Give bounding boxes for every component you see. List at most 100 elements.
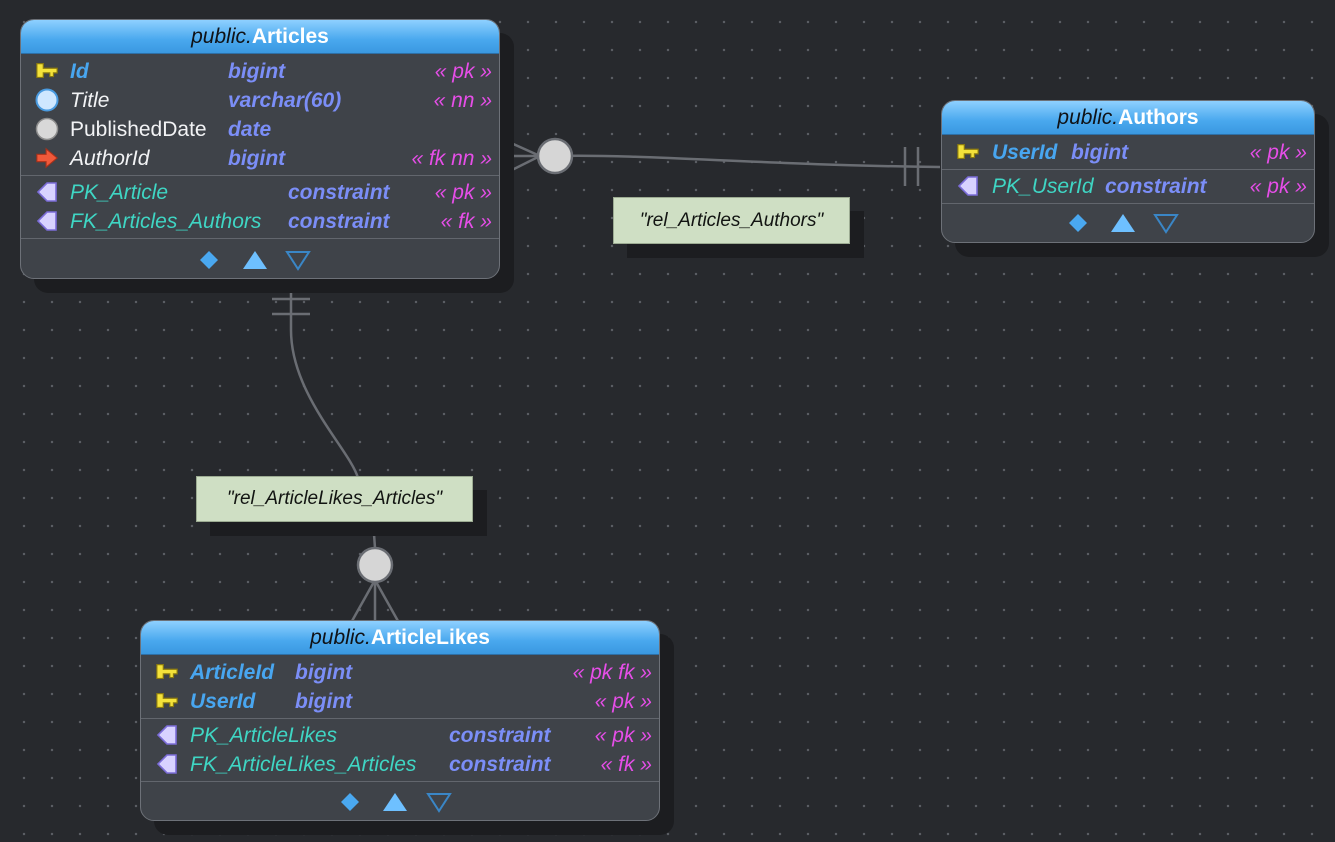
column-type: varchar(60)	[228, 89, 342, 112]
rel-articles-authors-line	[554, 154, 941, 169]
column-row-articleid[interactable]: ArticleId bigint « pk fk »	[141, 658, 659, 687]
section-divider	[21, 175, 499, 176]
collapse-down-icon[interactable]	[426, 791, 452, 818]
constraint-icon	[35, 209, 59, 233]
table-articlelikes[interactable]: public.ArticleLikes ArticleId bigint « p…	[140, 620, 660, 821]
constraint-type: constraint	[288, 210, 390, 233]
constraint-row-fk-articles-authors[interactable]: FK_Articles_Authors constraint « fk »	[21, 207, 499, 236]
relation-label-articlelikes-articles[interactable]: "rel_ArticleLikes_Articles"	[196, 476, 473, 522]
table-articles-schema: public.	[191, 25, 252, 48]
column-row-userid[interactable]: UserId bigint « pk »	[141, 687, 659, 716]
column-type: bigint	[295, 661, 353, 684]
rel-articlelikes-articles-line	[289, 280, 360, 479]
table-authors-name: Authors	[1118, 106, 1199, 129]
column-name: UserId	[190, 690, 256, 713]
column-name: Id	[70, 60, 89, 83]
constraint-name: FK_Articles_Authors	[70, 210, 262, 233]
table-authors-schema: public.	[1057, 106, 1119, 129]
primary-key-icon	[155, 689, 179, 713]
constraint-tags: « fk »	[600, 753, 652, 776]
column-row-publisheddate[interactable]: PublishedDate date	[21, 115, 499, 144]
constraint-icon	[35, 180, 59, 204]
column-tags: « pk »	[594, 690, 652, 713]
table-authors-footer	[942, 206, 1314, 242]
column-row-userid[interactable]: UserId bigint « pk »	[942, 138, 1314, 167]
column-type: date	[228, 118, 272, 141]
primary-key-icon	[956, 140, 980, 164]
column-row-id[interactable]: Id bigint « pk »	[21, 57, 499, 86]
constraint-name: PK_ArticleLikes	[190, 724, 338, 747]
table-authors-header[interactable]: public.Authors	[942, 101, 1314, 135]
table-articles-footer	[21, 241, 499, 278]
table-articlelikes-header[interactable]: public.ArticleLikes	[141, 621, 659, 655]
section-divider	[141, 718, 659, 719]
relation-label-text: "rel_Articles_Authors"	[639, 210, 824, 231]
constraint-tags: « pk »	[594, 724, 652, 747]
column-tags: « pk »	[434, 60, 492, 83]
rel-articlelikes-articles-line-lower	[371, 519, 377, 549]
foreign-key-arrow-icon	[35, 146, 59, 170]
constraint-tags: « fk »	[440, 210, 492, 233]
expand-up-icon[interactable]	[382, 791, 408, 818]
column-name: UserId	[992, 141, 1058, 164]
rel-articles-authors-optional-circle	[536, 137, 574, 175]
table-articles-name: Articles	[251, 25, 329, 48]
column-type: bigint	[228, 60, 286, 83]
primary-key-icon	[35, 59, 59, 83]
constraint-row-pk-article[interactable]: PK_Article constraint « pk »	[21, 178, 499, 207]
primary-key-icon	[155, 660, 179, 684]
rel-articlelikes-articles-crowfoot-left	[350, 579, 377, 622]
column-tags: « pk fk »	[572, 661, 652, 684]
column-name: PublishedDate	[70, 118, 207, 141]
constraint-type: constraint	[449, 753, 551, 776]
column-tags: « fk nn »	[411, 147, 492, 170]
table-articlelikes-footer	[141, 784, 659, 820]
column-type: bigint	[228, 147, 286, 170]
collapse-down-icon[interactable]	[285, 249, 311, 276]
required-column-icon	[35, 88, 59, 112]
table-articles-header[interactable]: public.Articles	[21, 20, 499, 54]
constraint-row-pk-userid[interactable]: PK_UserId constraint « pk »	[942, 172, 1314, 201]
rel-articles-authors-crowfoot-lower	[499, 154, 541, 178]
section-divider	[942, 203, 1314, 204]
column-name: ArticleId	[190, 661, 275, 684]
column-name: AuthorId	[70, 147, 150, 170]
section-divider	[942, 169, 1314, 170]
diamond-toggle-icon[interactable]	[340, 792, 360, 817]
column-type: bigint	[295, 690, 353, 713]
column-name: Title	[70, 89, 110, 112]
constraint-tags: « pk »	[1249, 175, 1307, 198]
constraint-type: constraint	[1105, 175, 1207, 198]
expand-up-icon[interactable]	[1110, 212, 1136, 239]
constraint-icon	[956, 174, 980, 198]
constraint-type: constraint	[288, 181, 390, 204]
column-row-authorid[interactable]: AuthorId bigint « fk nn »	[21, 144, 499, 173]
nullable-column-icon	[35, 117, 59, 141]
section-divider	[21, 238, 499, 239]
section-divider	[141, 781, 659, 782]
relation-label-articles-authors[interactable]: "rel_Articles_Authors"	[613, 197, 850, 244]
relation-label-text: "rel_ArticleLikes_Articles"	[226, 488, 443, 509]
column-row-title[interactable]: Title varchar(60) « nn »	[21, 86, 499, 115]
constraint-row-pk-articlelikes[interactable]: PK_ArticleLikes constraint « pk »	[141, 721, 659, 750]
table-articlelikes-schema: public.	[310, 626, 371, 649]
constraint-name: PK_Article	[70, 181, 169, 204]
collapse-down-icon[interactable]	[1153, 212, 1179, 239]
column-type: bigint	[1071, 141, 1129, 164]
column-tags: « pk »	[1249, 141, 1307, 164]
rel-articlelikes-articles-crowfoot-right	[373, 579, 400, 622]
constraint-type: constraint	[449, 724, 551, 747]
expand-up-icon[interactable]	[242, 249, 268, 276]
diamond-toggle-icon[interactable]	[199, 250, 219, 275]
column-tags: « nn »	[433, 89, 492, 112]
rel-articlelikes-articles-optional-circle	[356, 546, 394, 584]
rel-articles-authors-crowfoot-upper	[499, 136, 541, 158]
constraint-icon	[155, 752, 179, 776]
table-articles[interactable]: public.Articles Id bigint « pk » Title v…	[20, 19, 500, 279]
constraint-name: PK_UserId	[992, 175, 1094, 198]
table-authors[interactable]: public.Authors UserId bigint « pk » PK_U…	[941, 100, 1315, 243]
diamond-toggle-icon[interactable]	[1068, 213, 1088, 238]
constraint-icon	[155, 723, 179, 747]
constraint-row-fk-articlelikes-articles[interactable]: FK_ArticleLikes_Articles constraint « fk…	[141, 750, 659, 779]
